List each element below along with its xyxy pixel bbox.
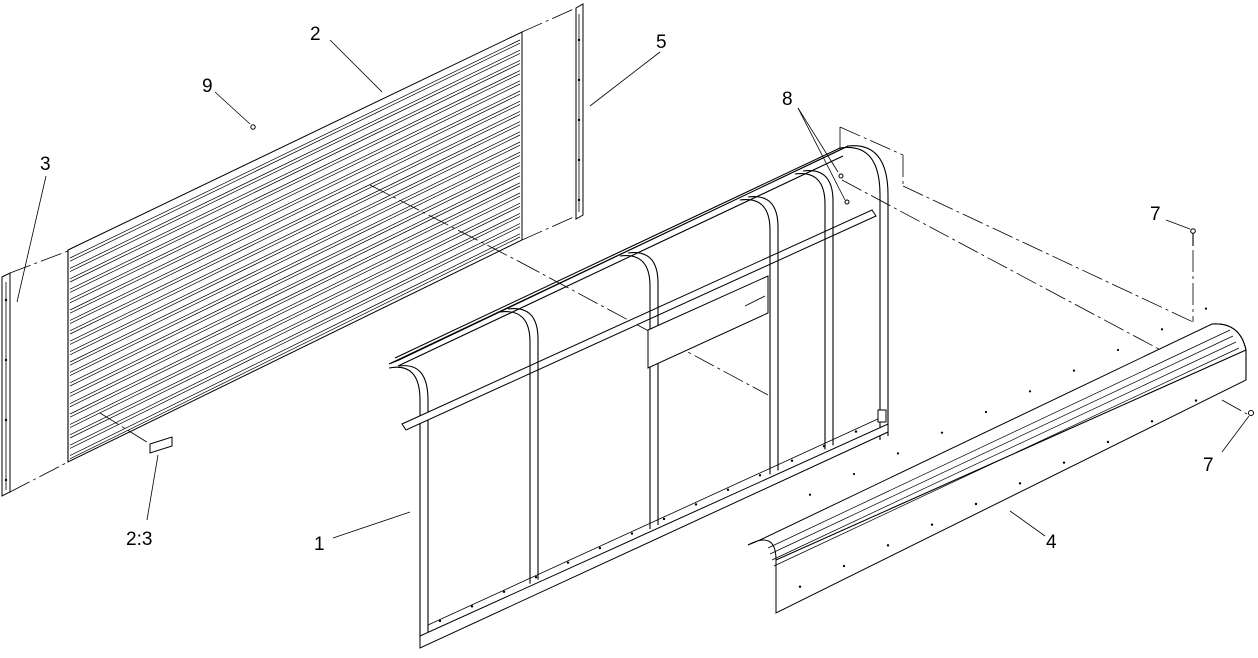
leader-lines [16,39,1250,539]
part-9-screw [250,124,256,130]
callout-8: 8 [782,89,793,110]
part-4-curved-cover [747,307,1247,614]
part-7-pin-lower [1248,410,1254,416]
part-1-frame [388,145,889,649]
alignment-lines [9,7,1248,493]
callout-7-lower: 7 [1203,455,1214,476]
part-7-pin-upper [1190,228,1196,246]
callout-2: 2 [310,24,321,45]
part-2-3-label-plate [149,436,173,454]
callout-2-3: 2:3 [126,529,152,550]
part-8-screw-lower [844,199,850,205]
part-8-screw-upper [838,173,844,179]
callout-4: 4 [1046,532,1057,553]
callout-7-upper: 7 [1150,204,1161,225]
callout-3: 3 [40,154,51,175]
callout-1: 1 [314,534,325,555]
callout-5: 5 [656,32,667,53]
callout-9: 9 [202,76,213,97]
part-2-corrugated-panel [67,31,523,463]
part-3-trim-strip [1,272,11,497]
callout-labels: 2 9 5 3 8 7 7 2:3 1 4 [40,24,1214,555]
part-5-trim-strip [575,3,584,220]
